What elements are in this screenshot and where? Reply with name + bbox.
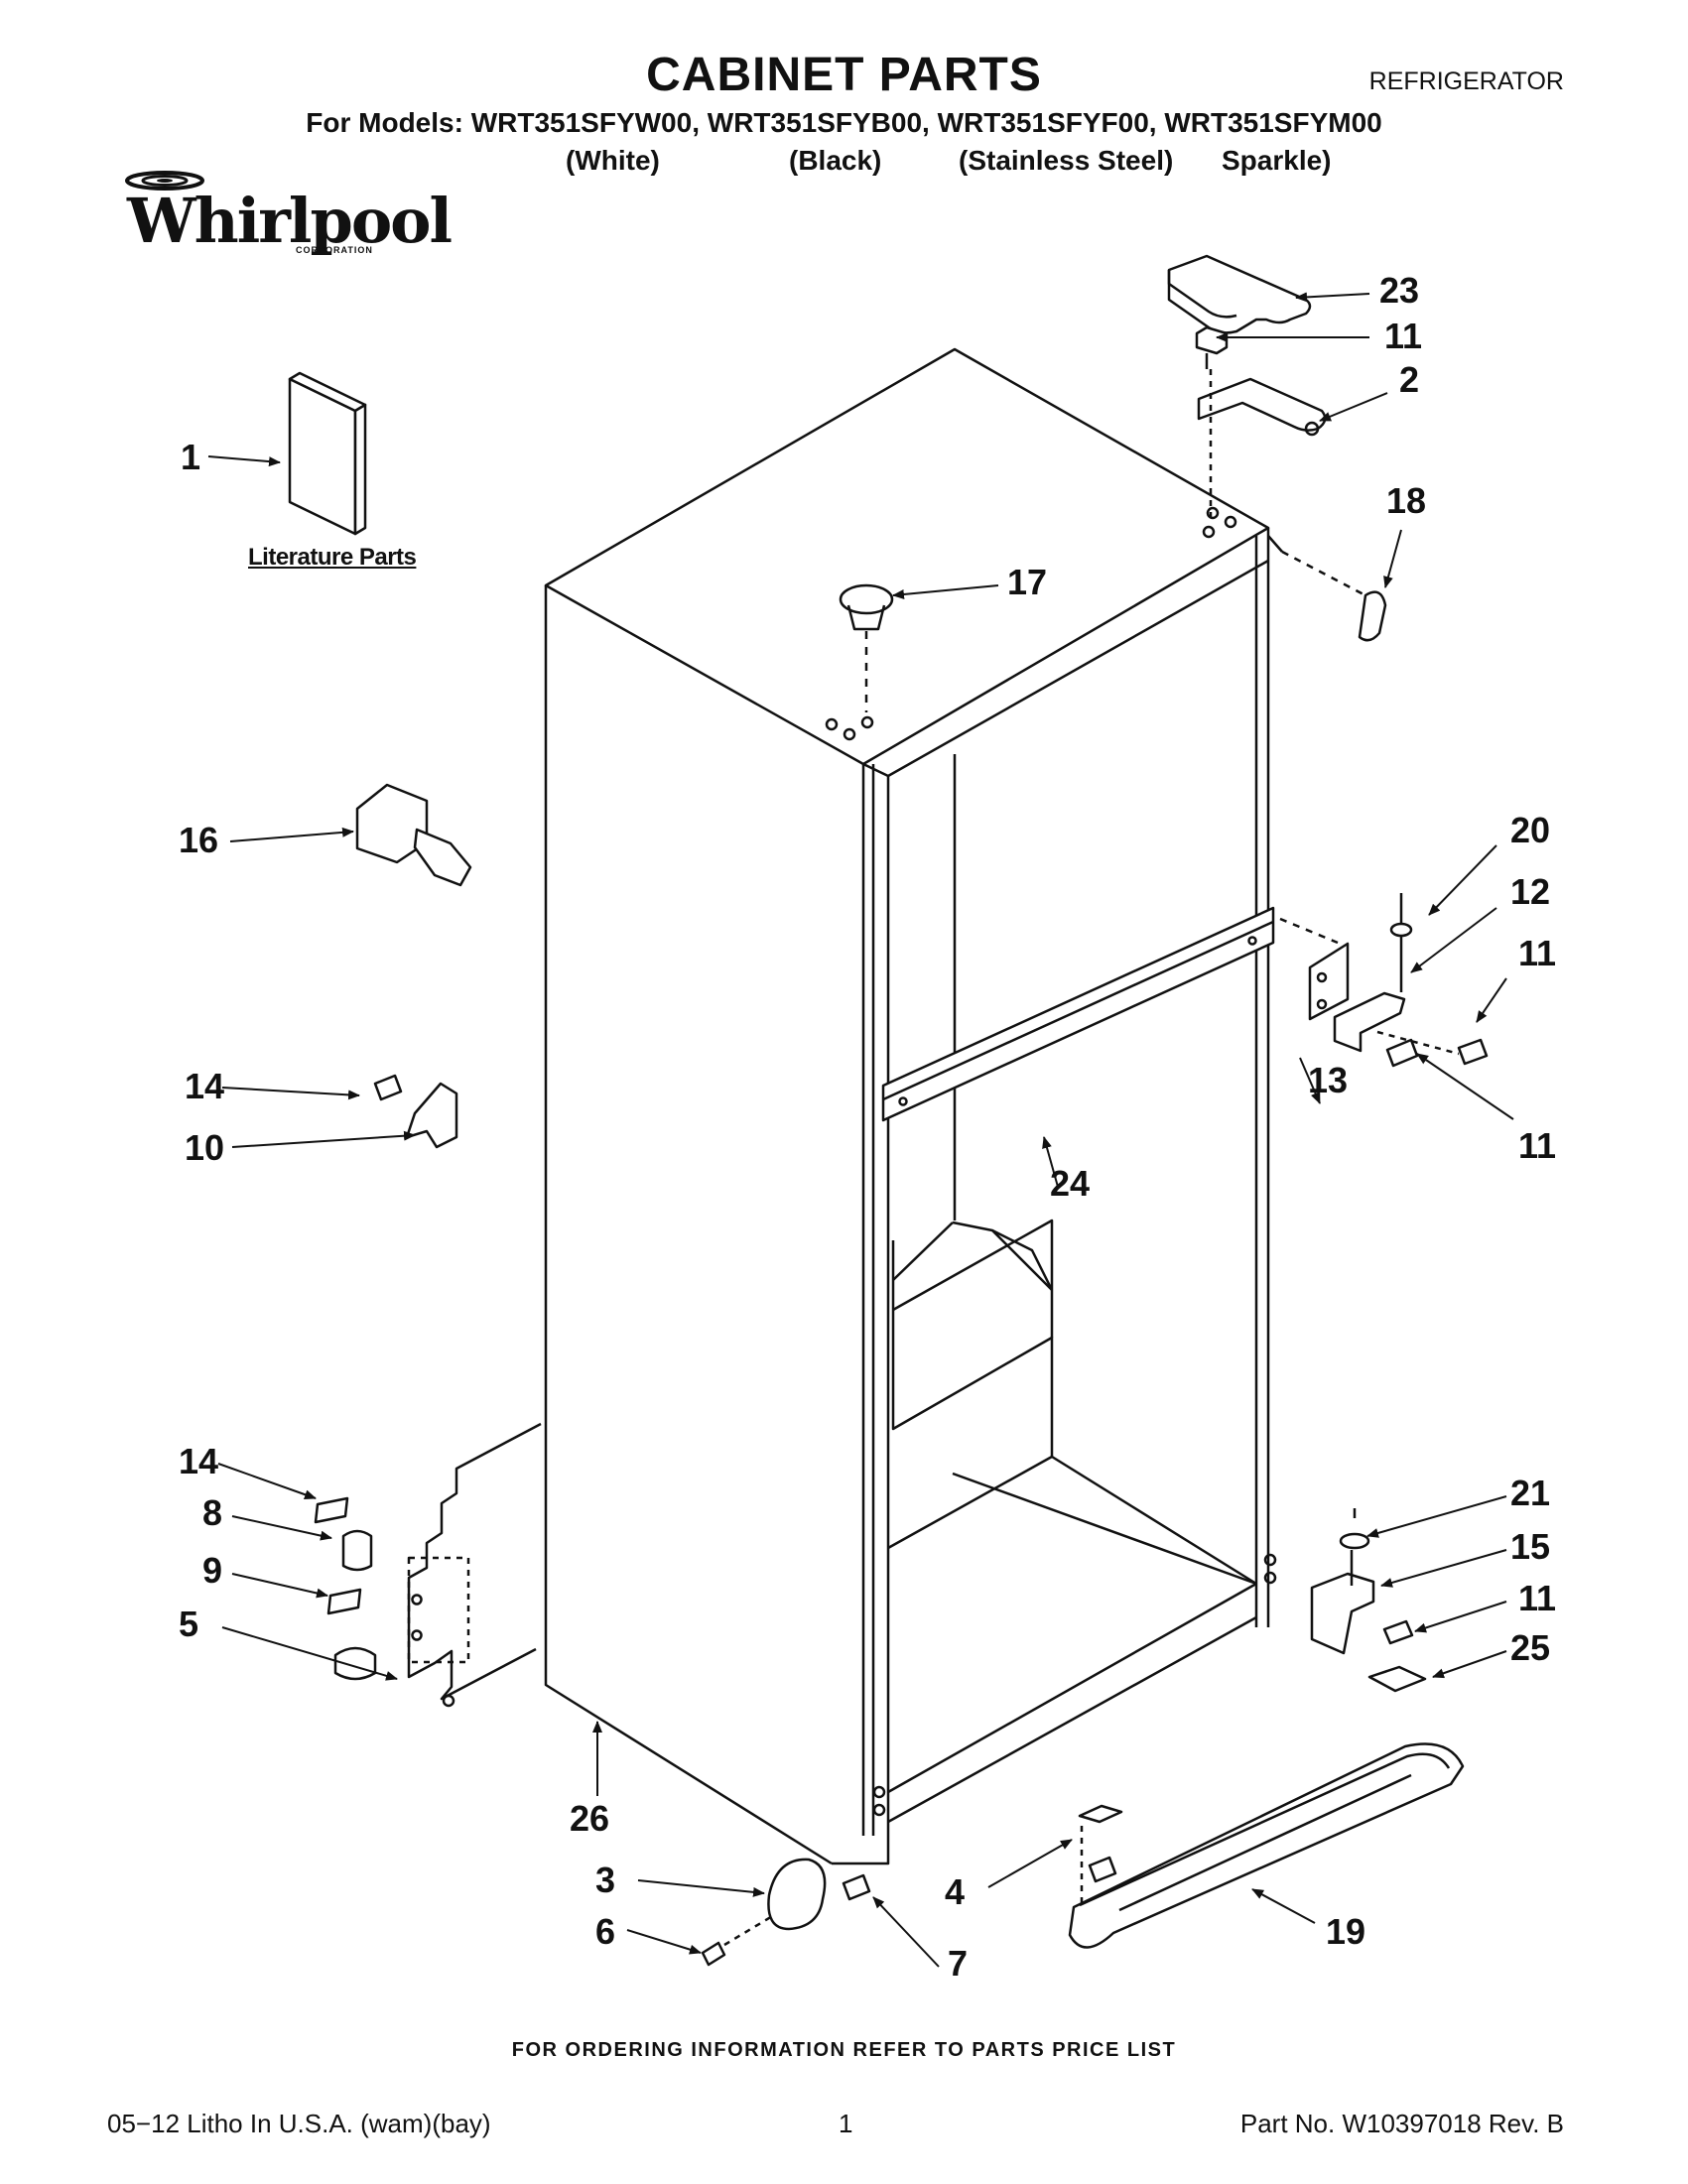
callout-18: 18 (1386, 480, 1427, 521)
variant-white: (White) (566, 145, 660, 176)
callout-2: 2 (1399, 359, 1420, 400)
part-number: Part No. W10397018 Rev. B (1239, 2109, 1564, 2138)
callout-25: 25 (1510, 1627, 1551, 1668)
brand-wordmark: Whirlpool (127, 185, 453, 257)
variant-black: (Black) (789, 145, 882, 176)
callout-14-upper: 14 (185, 1066, 225, 1106)
top-hinge-assembly (1167, 254, 1387, 642)
callout-23: 23 (1379, 270, 1420, 311)
callout-12: 12 (1510, 871, 1551, 912)
callout-1: 1 (181, 437, 201, 477)
callout-17: 17 (1007, 562, 1048, 602)
literature-parts-book (288, 371, 367, 536)
callout-11-bottom: 11 (1518, 1578, 1557, 1618)
center-rail-part-24 (881, 906, 1275, 1122)
callout-26: 26 (570, 1798, 610, 1839)
refrigerator-cabinet-shell (544, 347, 1283, 1865)
variant-sparkle: Sparkle) (1222, 145, 1332, 176)
door-stop-part-16 (355, 783, 472, 887)
callout-11-top: 11 (1384, 316, 1423, 356)
literature-parts-label: Literature Parts (248, 544, 417, 571)
print-info: 05−12 Litho In U.S.A. (wam)(bay) (107, 2109, 491, 2138)
callout-14-lower: 14 (179, 1441, 219, 1481)
callout-11-lower-center: 11 (1518, 1125, 1557, 1166)
callout-13: 13 (1308, 1060, 1349, 1100)
callout-8: 8 (202, 1492, 223, 1533)
hole-plug-part-17 (839, 583, 894, 712)
callout-21: 21 (1510, 1473, 1551, 1513)
hinge-cover-part-3 (701, 1858, 871, 1967)
ordering-note: FOR ORDERING INFORMATION REFER TO PARTS … (511, 2039, 1177, 2061)
callout-5: 5 (179, 1604, 199, 1644)
center-hinge-assembly (1279, 893, 1489, 1068)
toe-grille-part-19 (1068, 1742, 1465, 1949)
callout-11-center: 11 (1518, 933, 1557, 973)
callout-leader-arrows (207, 292, 1514, 1968)
callout-20: 20 (1510, 810, 1551, 850)
whirlpool-swirl-logo (125, 171, 204, 191)
callout-6: 6 (595, 1911, 616, 1952)
page-title: CABINET PARTS (646, 49, 1042, 101)
lower-left-hinge-bracket (314, 1422, 542, 1708)
page-number: 1 (839, 2109, 853, 2138)
callout-24: 24 (1050, 1163, 1091, 1204)
bottom-hinge-assembly (1310, 1508, 1427, 1693)
callout-9: 9 (202, 1550, 223, 1591)
models-line: For Models: WRT351SFYW00, WRT351SFYB00, … (306, 107, 1382, 138)
callout-19: 19 (1326, 1911, 1366, 1952)
callout-10: 10 (185, 1127, 225, 1168)
callout-3: 3 (595, 1860, 616, 1900)
variant-stainless: (Stainless Steel) (959, 145, 1174, 176)
callout-7: 7 (948, 1943, 969, 1984)
callout-16: 16 (179, 820, 219, 860)
callout-4: 4 (945, 1871, 966, 1912)
category-label: REFRIGERATOR (1368, 67, 1564, 95)
callout-15: 15 (1510, 1526, 1551, 1567)
brand-subtitle: CORPORATION (296, 245, 373, 255)
